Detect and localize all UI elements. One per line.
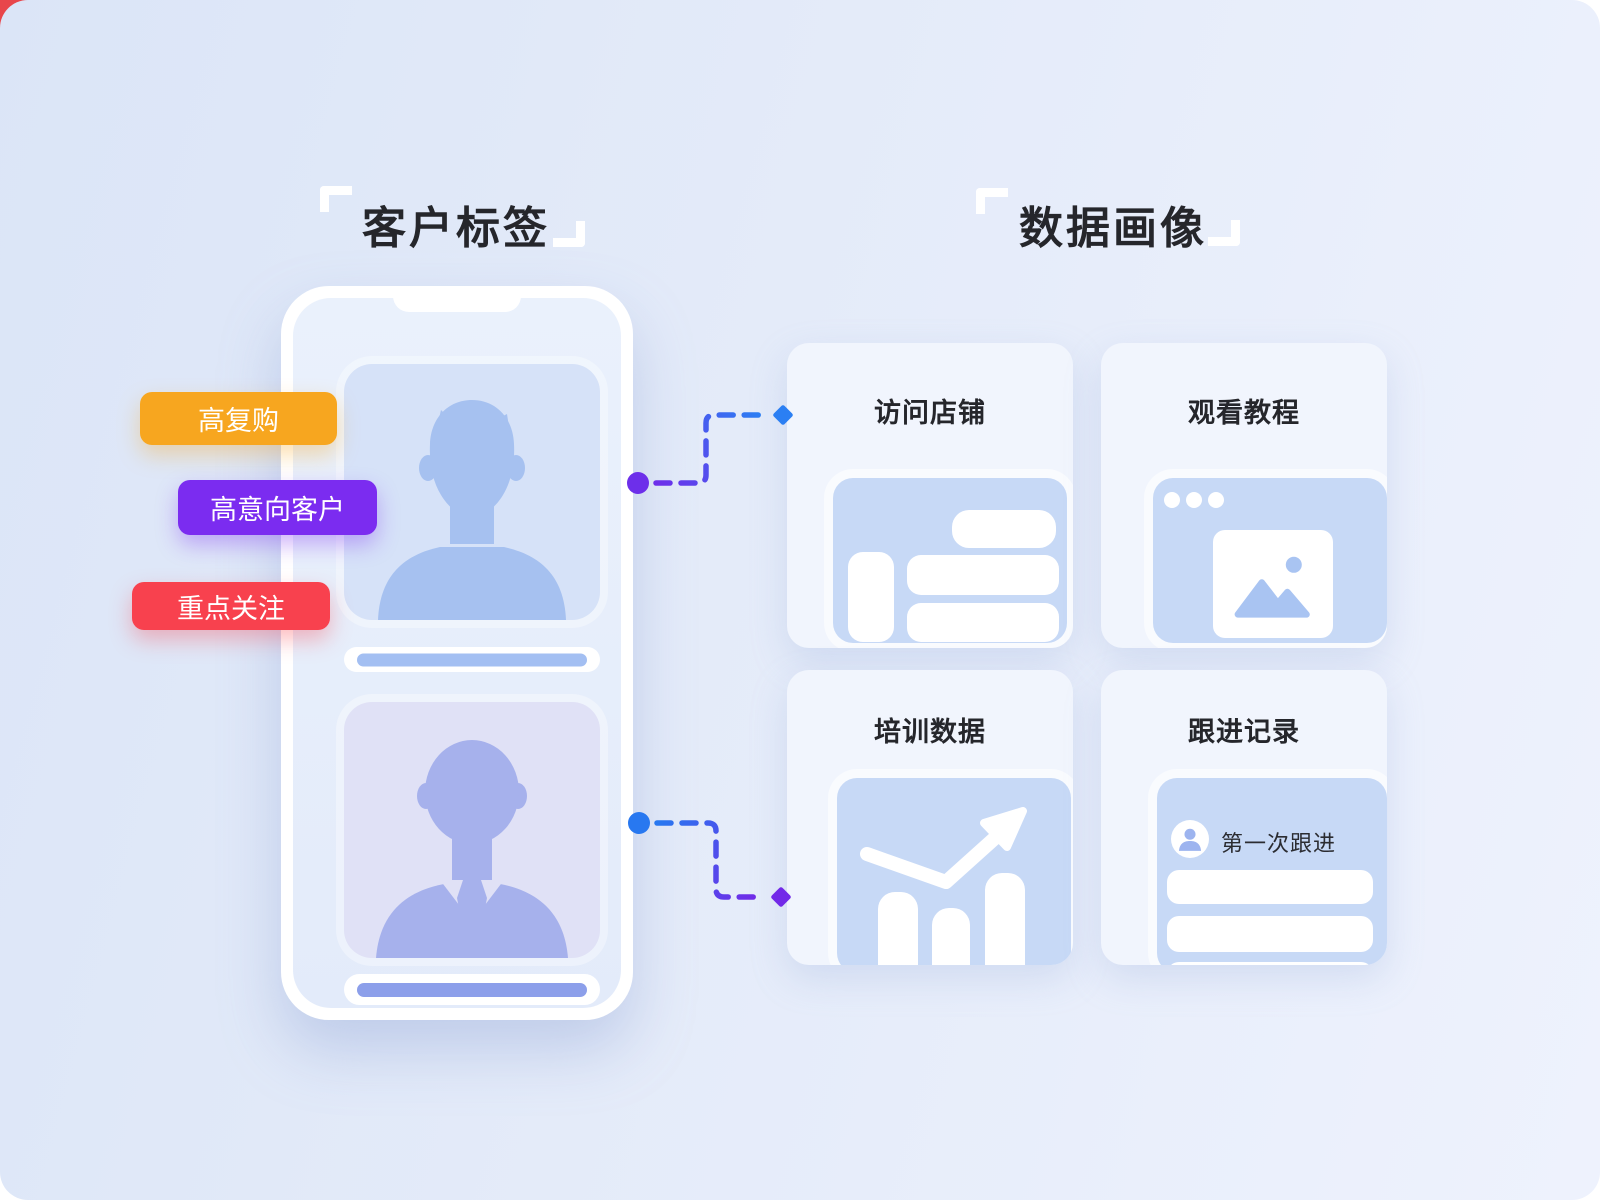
tag-key-focus: 重点关注 xyxy=(132,582,330,630)
card-title: 跟进记录 xyxy=(1188,717,1300,747)
bar-chart-up-arrow-icon xyxy=(837,778,1071,965)
info-line-bar xyxy=(357,982,587,997)
browser-image-icon xyxy=(1153,478,1387,643)
bracket-top-left-icon xyxy=(976,188,1008,214)
card-watch-tutorial: 观看教程 xyxy=(1101,343,1387,648)
record-line xyxy=(1167,916,1373,952)
person-icon xyxy=(1178,828,1202,851)
record-line xyxy=(1167,870,1373,904)
info-line xyxy=(344,647,600,672)
phone-mockup xyxy=(281,286,633,1020)
trend-chart-icon xyxy=(860,807,1027,965)
follow-up-item-label: 第一次跟进 xyxy=(1221,831,1337,856)
card-training-data: 培训数据 xyxy=(787,670,1073,965)
phone-notch xyxy=(393,286,521,312)
layout-block xyxy=(952,510,1056,548)
bracket-top-left-icon xyxy=(320,186,352,212)
bracket-bottom-right-icon xyxy=(1208,220,1240,246)
follow-up-list-icon: 第一次跟进 xyxy=(1157,778,1387,965)
card-follow-up-record: 跟进记录 第一次跟进 xyxy=(1101,670,1387,965)
section-title-data-portrait: 数据画像 xyxy=(1019,204,1207,253)
bracket-bottom-right-icon xyxy=(553,221,585,247)
user-avatar xyxy=(1171,820,1209,858)
card-title: 访问店铺 xyxy=(874,398,986,428)
layout-block xyxy=(907,555,1059,595)
tag-high-intent-customer: 高意向客户 xyxy=(178,480,377,535)
customer-card xyxy=(344,702,600,958)
connector-dashed-line xyxy=(653,412,763,486)
phone-screen xyxy=(293,298,621,1008)
male-suit-avatar xyxy=(376,740,568,958)
browser-dot-icon xyxy=(1186,492,1202,508)
tag-high-repurchase: 高复购 xyxy=(140,392,337,445)
browser-dot-icon xyxy=(1208,492,1224,508)
browser-window xyxy=(1213,530,1333,638)
browser-dot-icon xyxy=(1164,492,1180,508)
connector-dashed-line xyxy=(654,820,761,900)
info-line-bar xyxy=(357,653,587,666)
image-placeholder-icon xyxy=(1234,556,1310,618)
layout-block xyxy=(848,552,894,642)
male-headset-avatar xyxy=(378,400,566,620)
card-visit-store: 访问店铺 xyxy=(787,343,1073,648)
layout-block xyxy=(907,603,1059,642)
info-line xyxy=(344,974,600,1005)
store-page-layout-icon xyxy=(833,478,1067,643)
card-title: 培训数据 xyxy=(874,717,986,747)
card-title: 观看教程 xyxy=(1188,398,1300,428)
record-line xyxy=(1167,962,1373,965)
section-title-customer-tags: 客户标签 xyxy=(362,204,550,253)
customer-card xyxy=(344,364,600,620)
